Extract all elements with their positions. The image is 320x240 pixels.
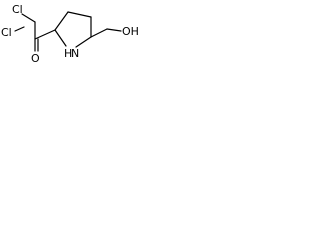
chlorine-top-label: Cl (12, 3, 23, 16)
bond-c5-ch2 (90, 28, 108, 38)
molecule-canvas: Cl Cl O H N OH (0, 0, 143, 76)
carbonyl-oxygen-label: O (31, 52, 40, 65)
nitrogen-label: N (71, 47, 79, 60)
hydroxyl-label: OH (122, 25, 139, 38)
bond-carbonyl-ring (34, 29, 56, 40)
chlorine-left-label: Cl (1, 26, 12, 39)
ring-bond-n-c2 (54, 29, 67, 47)
bond-cl-top-c (21, 13, 36, 23)
bond-ch2-oh (106, 28, 122, 32)
molecule-structure: Cl Cl O H N OH (1, 3, 139, 65)
nitrogen-h-label: H (64, 47, 72, 60)
ring-bond-c2-c3 (54, 11, 69, 31)
ring-bond-c5-n (75, 36, 92, 48)
ring-bond-c3-c4 (67, 11, 92, 18)
bond-cl-left-c (14, 26, 25, 32)
